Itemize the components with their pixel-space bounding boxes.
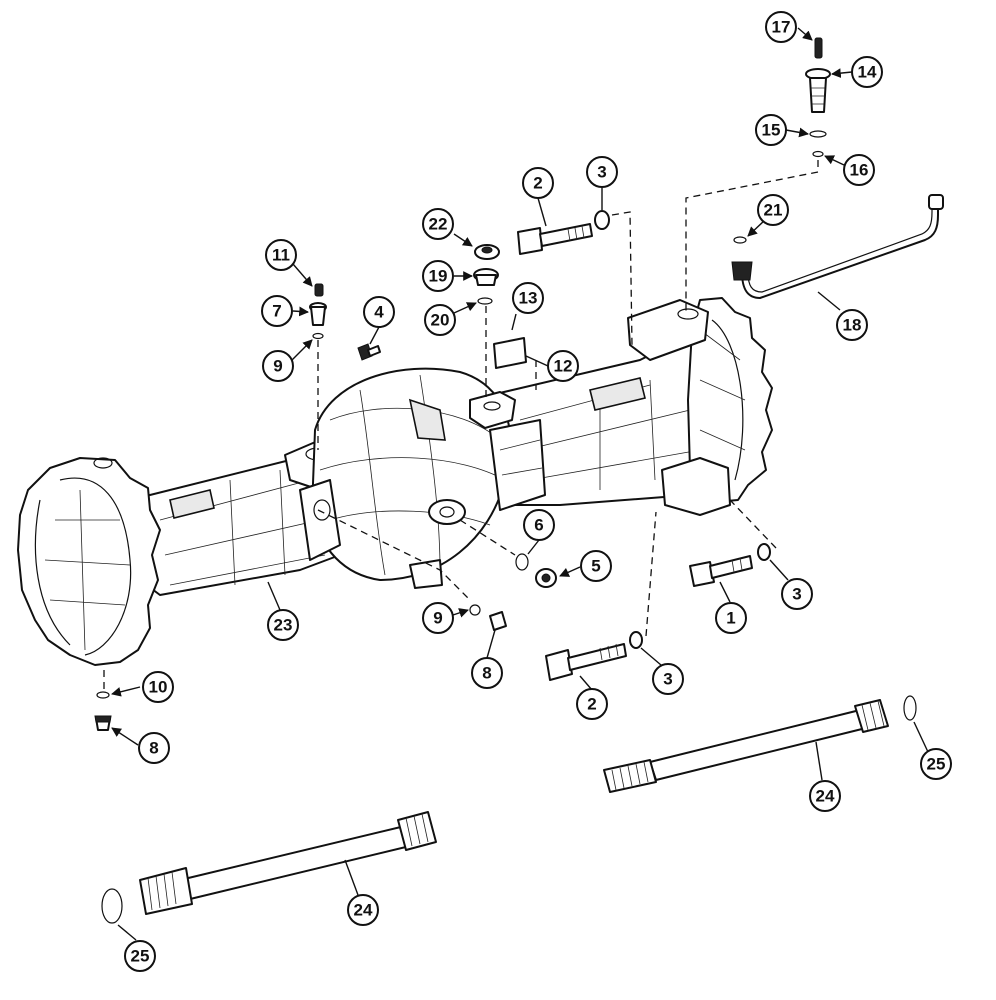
part-2-bolt-top [517, 223, 593, 255]
callout-3-lower: 3 [652, 663, 684, 695]
part-6-seal [515, 553, 529, 571]
svg-text:24: 24 [816, 787, 835, 806]
svg-text:6: 6 [534, 516, 543, 535]
svg-text:8: 8 [482, 664, 491, 683]
part-11-fitting [314, 283, 324, 297]
callout-13: 13 [512, 282, 544, 314]
svg-text:18: 18 [843, 316, 862, 335]
callout-9-top: 9 [262, 350, 294, 382]
callout-16: 16 [843, 154, 875, 186]
callout-12: 12 [547, 350, 579, 382]
callout-22: 22 [422, 208, 454, 240]
callout-20: 20 [424, 304, 456, 336]
svg-text:3: 3 [597, 163, 606, 182]
callout-1: 1 [715, 602, 747, 634]
svg-text:11: 11 [272, 246, 290, 265]
svg-text:7: 7 [272, 302, 281, 321]
callout-8-center: 8 [471, 657, 503, 689]
callout-8-left: 8 [138, 732, 170, 764]
part-3-washer-mid [757, 543, 771, 561]
callout-25-right: 25 [920, 748, 952, 780]
callout-18: 18 [836, 309, 868, 341]
callout-3-top: 3 [586, 156, 618, 188]
callout-24-left: 24 [347, 894, 379, 926]
svg-text:1: 1 [726, 609, 735, 628]
callout-21: 21 [757, 194, 789, 226]
svg-text:4: 4 [374, 303, 384, 322]
part-12-plate [493, 337, 527, 369]
leader-lines [111, 27, 929, 941]
svg-text:16: 16 [850, 161, 869, 180]
part-8-plug-center [489, 611, 507, 631]
svg-text:8: 8 [149, 739, 158, 758]
callout-11: 11 [265, 239, 297, 271]
part-9-ring-top [312, 332, 324, 340]
part-10-washer [96, 691, 110, 699]
callout-14: 14 [851, 56, 883, 88]
part-4-bolt [357, 343, 381, 361]
svg-text:14: 14 [858, 63, 877, 82]
callout-24-right: 24 [809, 780, 841, 812]
svg-text:10: 10 [149, 678, 168, 697]
part-16-ring [812, 150, 824, 158]
callout-19: 19 [422, 260, 454, 292]
part-9-ring-lower [469, 604, 481, 616]
axle-housing [17, 297, 773, 666]
svg-text:3: 3 [663, 670, 672, 689]
part-15-washer [809, 130, 827, 138]
part-2-bolt-lower [545, 643, 627, 681]
svg-text:23: 23 [274, 616, 293, 635]
svg-text:25: 25 [927, 755, 946, 774]
callout-17: 17 [765, 11, 797, 43]
callout-5: 5 [580, 550, 612, 582]
svg-text:21: 21 [764, 201, 783, 220]
svg-text:2: 2 [533, 174, 542, 193]
svg-text:5: 5 [591, 557, 600, 576]
part-14-breather [805, 68, 831, 113]
part-25-oring-left [101, 888, 123, 924]
callout-2-lower: 2 [576, 688, 608, 720]
callouts: 17 14 15 16 21 18 2 3 22 19 20 13 12 11 … [124, 11, 952, 972]
callout-15: 15 [755, 114, 787, 146]
callout-4: 4 [363, 296, 395, 328]
callout-6: 6 [523, 509, 555, 541]
part-7-plug [309, 302, 327, 326]
svg-text:19: 19 [429, 267, 448, 286]
svg-text:20: 20 [431, 311, 450, 330]
part-17-fitting [814, 37, 823, 59]
svg-text:9: 9 [433, 609, 442, 628]
part-3-washer-top [594, 210, 610, 230]
callout-10: 10 [142, 671, 174, 703]
part-20-washer [477, 297, 493, 305]
callout-3-mid: 3 [781, 578, 813, 610]
svg-text:3: 3 [792, 585, 801, 604]
part-21-ring [733, 236, 747, 244]
part-24-shaft-right [603, 699, 889, 793]
part-5-nut [535, 568, 557, 588]
callout-9-lower: 9 [422, 602, 454, 634]
alignment-lines [103, 160, 819, 690]
part-1-bolt [689, 555, 753, 587]
svg-text:17: 17 [772, 18, 791, 37]
part-18-pipe [731, 194, 944, 299]
svg-text:22: 22 [429, 215, 448, 234]
callout-25-left: 25 [124, 940, 156, 972]
svg-text:24: 24 [354, 901, 373, 920]
svg-text:9: 9 [273, 357, 282, 376]
part-22-nut [474, 244, 500, 260]
part-3-washer-lower [629, 631, 643, 649]
part-24-shaft-left [139, 811, 437, 915]
svg-text:15: 15 [762, 121, 781, 140]
svg-text:12: 12 [554, 357, 573, 376]
svg-text:13: 13 [519, 289, 538, 308]
callout-7: 7 [261, 295, 293, 327]
part-25-oring-right [903, 695, 917, 721]
callout-2-top: 2 [522, 167, 554, 199]
part-8-plug-left [94, 715, 112, 731]
part-19-fitting [473, 268, 499, 286]
svg-text:2: 2 [587, 695, 596, 714]
svg-text:25: 25 [131, 947, 150, 966]
callout-23: 23 [267, 609, 299, 641]
